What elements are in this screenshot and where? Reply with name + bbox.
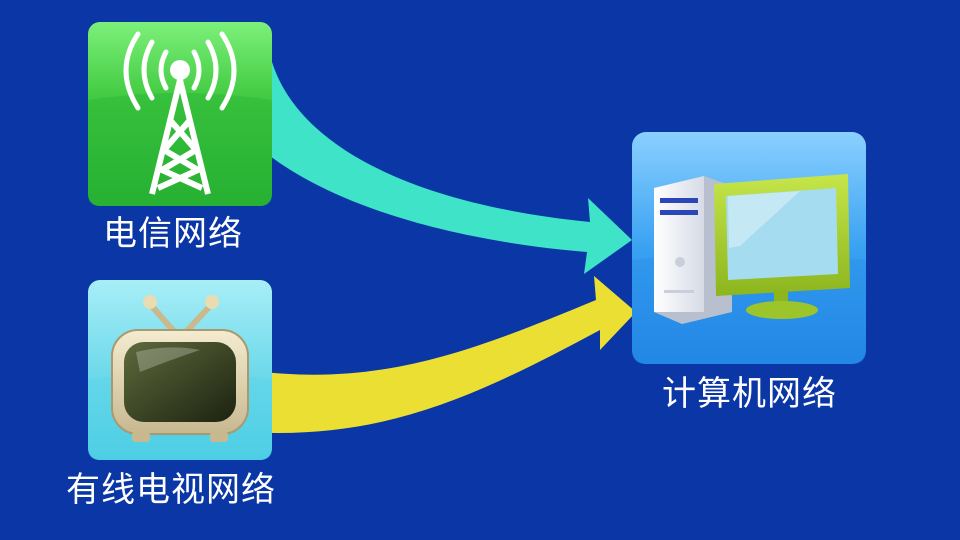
edge-cable-tv-to-computer: [244, 276, 636, 434]
television-icon: [88, 280, 272, 460]
telecom-network-label: 电信网络: [103, 214, 243, 254]
edge-telecom-to-computer: [232, 62, 632, 274]
cable-tv-network-label: 有线电视网络: [66, 470, 276, 510]
radio-tower-icon: [88, 22, 272, 206]
desktop-computer-icon: [632, 132, 866, 364]
computer-network-label: 计算机网络: [662, 374, 837, 414]
